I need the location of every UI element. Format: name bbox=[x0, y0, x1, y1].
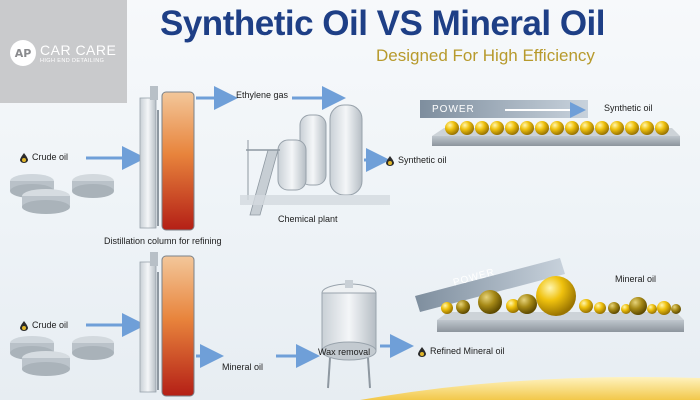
synthetic-oil-output-text: Synthetic oil bbox=[398, 155, 447, 165]
synthetic-oil-ball bbox=[655, 121, 669, 135]
storage-tanks-bottom bbox=[10, 336, 114, 376]
mineral-oil-ball bbox=[478, 290, 502, 314]
synthetic-oil-balls bbox=[445, 121, 669, 135]
synthetic-oil-output-label: Synthetic oil bbox=[386, 155, 447, 166]
mineral-oil-ball bbox=[579, 299, 593, 313]
mineral-power-track bbox=[415, 258, 684, 332]
logo-brand: CAR CARE bbox=[40, 42, 117, 58]
chemical-plant-label: Chemical plant bbox=[278, 214, 338, 224]
synthetic-oil-ball bbox=[460, 121, 474, 135]
mineral-oil-track-label: Mineral oil bbox=[615, 274, 657, 284]
synthetic-oil-ball bbox=[625, 121, 639, 135]
mineral-oil-ball bbox=[456, 300, 470, 314]
synthetic-oil-ball bbox=[475, 121, 489, 135]
mineral-oil-ball bbox=[506, 299, 520, 313]
mineral-oil-ball bbox=[647, 304, 657, 314]
synthetic-oil-ball bbox=[595, 121, 609, 135]
crude-oil-text-bottom: Crude oil bbox=[32, 320, 69, 330]
oil-drop-icon bbox=[20, 320, 28, 331]
crude-oil-label-top: Crude oil bbox=[20, 152, 68, 163]
distillation-column-top bbox=[139, 86, 195, 231]
logo-tagline: HIGH END DETAILING bbox=[40, 58, 105, 64]
synthetic-oil-ball bbox=[535, 121, 549, 135]
wax-removal-tank bbox=[321, 280, 377, 389]
mineral-oil-balls bbox=[441, 276, 681, 316]
storage-tanks-top bbox=[10, 174, 114, 214]
decorative-band bbox=[360, 376, 700, 400]
page-title: Synthetic Oil VS Mineral Oil bbox=[160, 4, 606, 43]
synthetic-oil-track-label: Synthetic oil bbox=[604, 103, 653, 113]
power-label-top: POWER bbox=[432, 104, 475, 115]
synthetic-oil-ball bbox=[490, 121, 504, 135]
mineral-oil-ball bbox=[536, 276, 576, 316]
synthetic-oil-ball bbox=[610, 121, 624, 135]
synthetic-oil-ball bbox=[505, 121, 519, 135]
mineral-oil-ball bbox=[441, 302, 453, 314]
distillation-column-bottom bbox=[139, 252, 195, 397]
mineral-oil-label: Mineral oil bbox=[222, 362, 264, 372]
mineral-oil-ball bbox=[517, 294, 537, 314]
distillation-column-label: Distillation column for refining bbox=[104, 236, 222, 246]
refined-mineral-oil-text: Refined Mineral oil bbox=[430, 346, 505, 356]
oil-drop-icon bbox=[418, 346, 426, 357]
mineral-oil-ball bbox=[657, 301, 671, 315]
chemical-plant bbox=[240, 104, 390, 216]
mineral-oil-ball bbox=[629, 297, 647, 315]
synthetic-oil-ball bbox=[445, 121, 459, 135]
wax-removal-label: Wax removal bbox=[318, 347, 371, 357]
synthetic-oil-ball bbox=[640, 121, 654, 135]
synthetic-oil-ball bbox=[565, 121, 579, 135]
refined-mineral-oil-label: Refined Mineral oil bbox=[418, 346, 505, 357]
synthetic-oil-ball bbox=[580, 121, 594, 135]
oil-drop-icon bbox=[20, 152, 28, 163]
ethylene-gas-label: Ethylene gas bbox=[236, 90, 289, 100]
logo-mark: AP bbox=[10, 40, 36, 66]
mineral-oil-ball bbox=[594, 302, 606, 314]
synthetic-oil-ball bbox=[520, 121, 534, 135]
oil-drop-icon bbox=[386, 155, 394, 166]
crude-oil-text-top: Crude oil bbox=[32, 152, 69, 162]
mineral-oil-ball bbox=[621, 304, 631, 314]
crude-oil-label-bottom: Crude oil bbox=[20, 320, 68, 331]
mineral-oil-ball bbox=[608, 302, 620, 314]
logo-block: AP CAR CARE HIGH END DETAILING bbox=[0, 0, 127, 103]
synthetic-oil-ball bbox=[550, 121, 564, 135]
mineral-oil-ball bbox=[671, 304, 681, 314]
page-subtitle: Designed For High Efficiency bbox=[376, 46, 595, 65]
